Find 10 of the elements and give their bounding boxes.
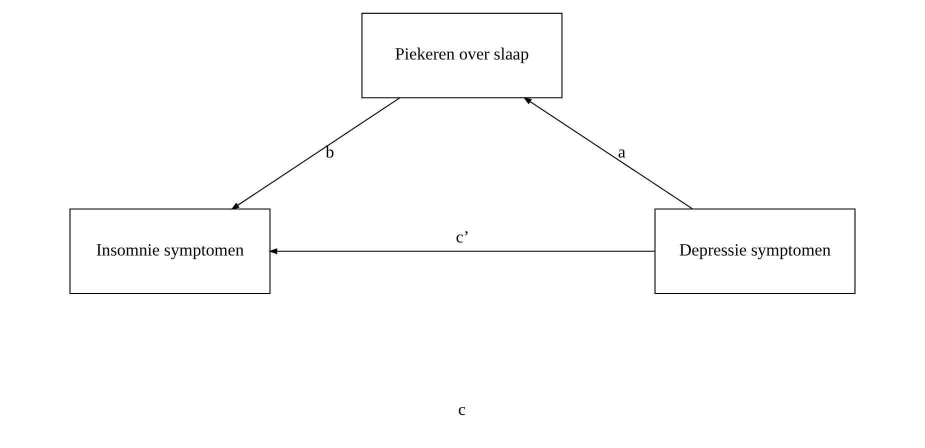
- node-box: Insomnie symptomen: [69, 208, 271, 294]
- arrow: [268, 248, 655, 254]
- edge-label: c’: [456, 226, 470, 246]
- edge-label: b: [326, 142, 334, 161]
- node-box: Depressie symptomen: [654, 208, 856, 294]
- arrow: [523, 96, 693, 209]
- edge-label: a: [618, 142, 626, 161]
- label: c: [458, 400, 466, 419]
- node-box: Piekeren over slaap: [361, 12, 562, 98]
- arrow: [230, 96, 400, 210]
